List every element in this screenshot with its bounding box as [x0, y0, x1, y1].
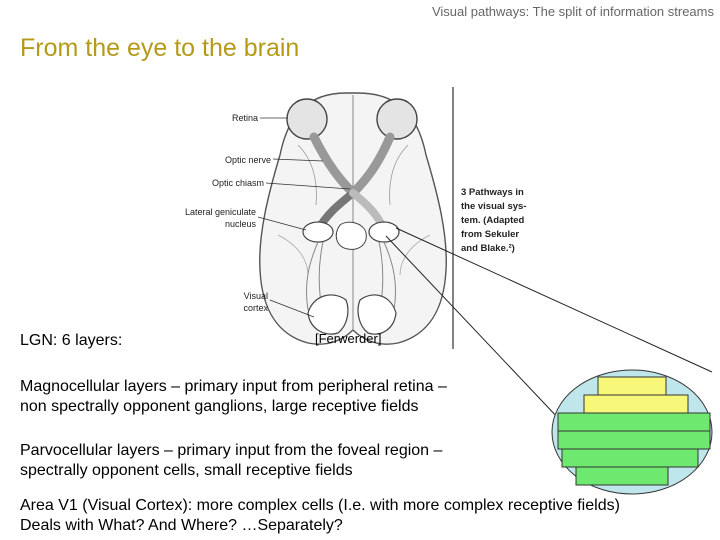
leader-visual-cortex [269, 299, 315, 318]
label-lgn-line2: nucleus [225, 219, 257, 229]
lgn-layer-magno-2 [583, 394, 689, 414]
lgn-left [302, 221, 334, 243]
label-optic-chiasm: Optic chiasm [212, 178, 264, 188]
figure-credit: [Ferwerder] [315, 331, 382, 346]
right-eye [376, 98, 418, 140]
lgn-layer-parvo-4 [575, 466, 669, 486]
label-visual-cortex-line1: Visual [244, 291, 268, 301]
lgn-right [368, 221, 400, 243]
parvo-line-2: spectrally opponent cells, small recepti… [20, 462, 353, 479]
leader-optic-chiasm [265, 182, 351, 190]
figure-caption-line: tem. (Adapted [461, 215, 525, 226]
magnocellular-description: Magnocellular layers – primary input fro… [20, 377, 540, 417]
figure-caption-line: 3 Pathways in [461, 187, 524, 198]
lgn-layers-label: LGN: 6 layers: [20, 332, 123, 349]
label-lgn-line1: Lateral geniculate [185, 207, 256, 217]
visual-pathway-figure: Retina Optic nerve Optic chiasm Lateral … [185, 87, 526, 349]
magno-line-2: non spectrally opponent ganglions, large… [20, 398, 419, 415]
brain-sulcus-right [389, 144, 409, 206]
visual-cortex-left [307, 294, 349, 335]
area-line-2: Deals with What? And Where? …Separately? [20, 517, 343, 534]
figure-caption-line: and Blake.²) [461, 243, 515, 254]
lgn-layer-parvo-2 [557, 430, 711, 450]
brain-sulcus-left-lower [277, 234, 309, 276]
lgn-layer-parvo-1 [557, 412, 711, 432]
lgn-layer-magno-1 [597, 376, 667, 396]
slide-title: From the eye to the brain [20, 34, 300, 62]
label-optic-nerve: Optic nerve [225, 155, 271, 165]
midbrain [335, 221, 367, 250]
label-retina: Retina [232, 113, 258, 123]
leader-lgn [257, 216, 307, 231]
label-visual-cortex-line2: cortex [243, 303, 268, 313]
magno-line-1: Magnocellular layers – primary input fro… [20, 378, 447, 395]
lgn-layer-parvo-3 [561, 448, 699, 468]
brain-sulcus-left [297, 144, 317, 206]
figure-caption-line: from Sekuler [461, 229, 519, 240]
leader-optic-nerve [272, 158, 324, 162]
left-eye [286, 98, 328, 140]
lgn-layer-diagram [551, 369, 713, 495]
parvocellular-description: Parvocellular layers – primary input fro… [20, 441, 540, 481]
optic-radiation-left-a [305, 241, 319, 311]
slide-header: Visual pathways: The split of informatio… [431, 4, 714, 19]
figure-caption-line: the visual sys- [461, 201, 526, 212]
area-line-1: Area V1 (Visual Cortex): more complex ce… [20, 497, 620, 514]
area-v1-description: Area V1 (Visual Cortex): more complex ce… [20, 496, 710, 536]
parvo-line-1: Parvocellular layers – primary input fro… [20, 442, 443, 459]
